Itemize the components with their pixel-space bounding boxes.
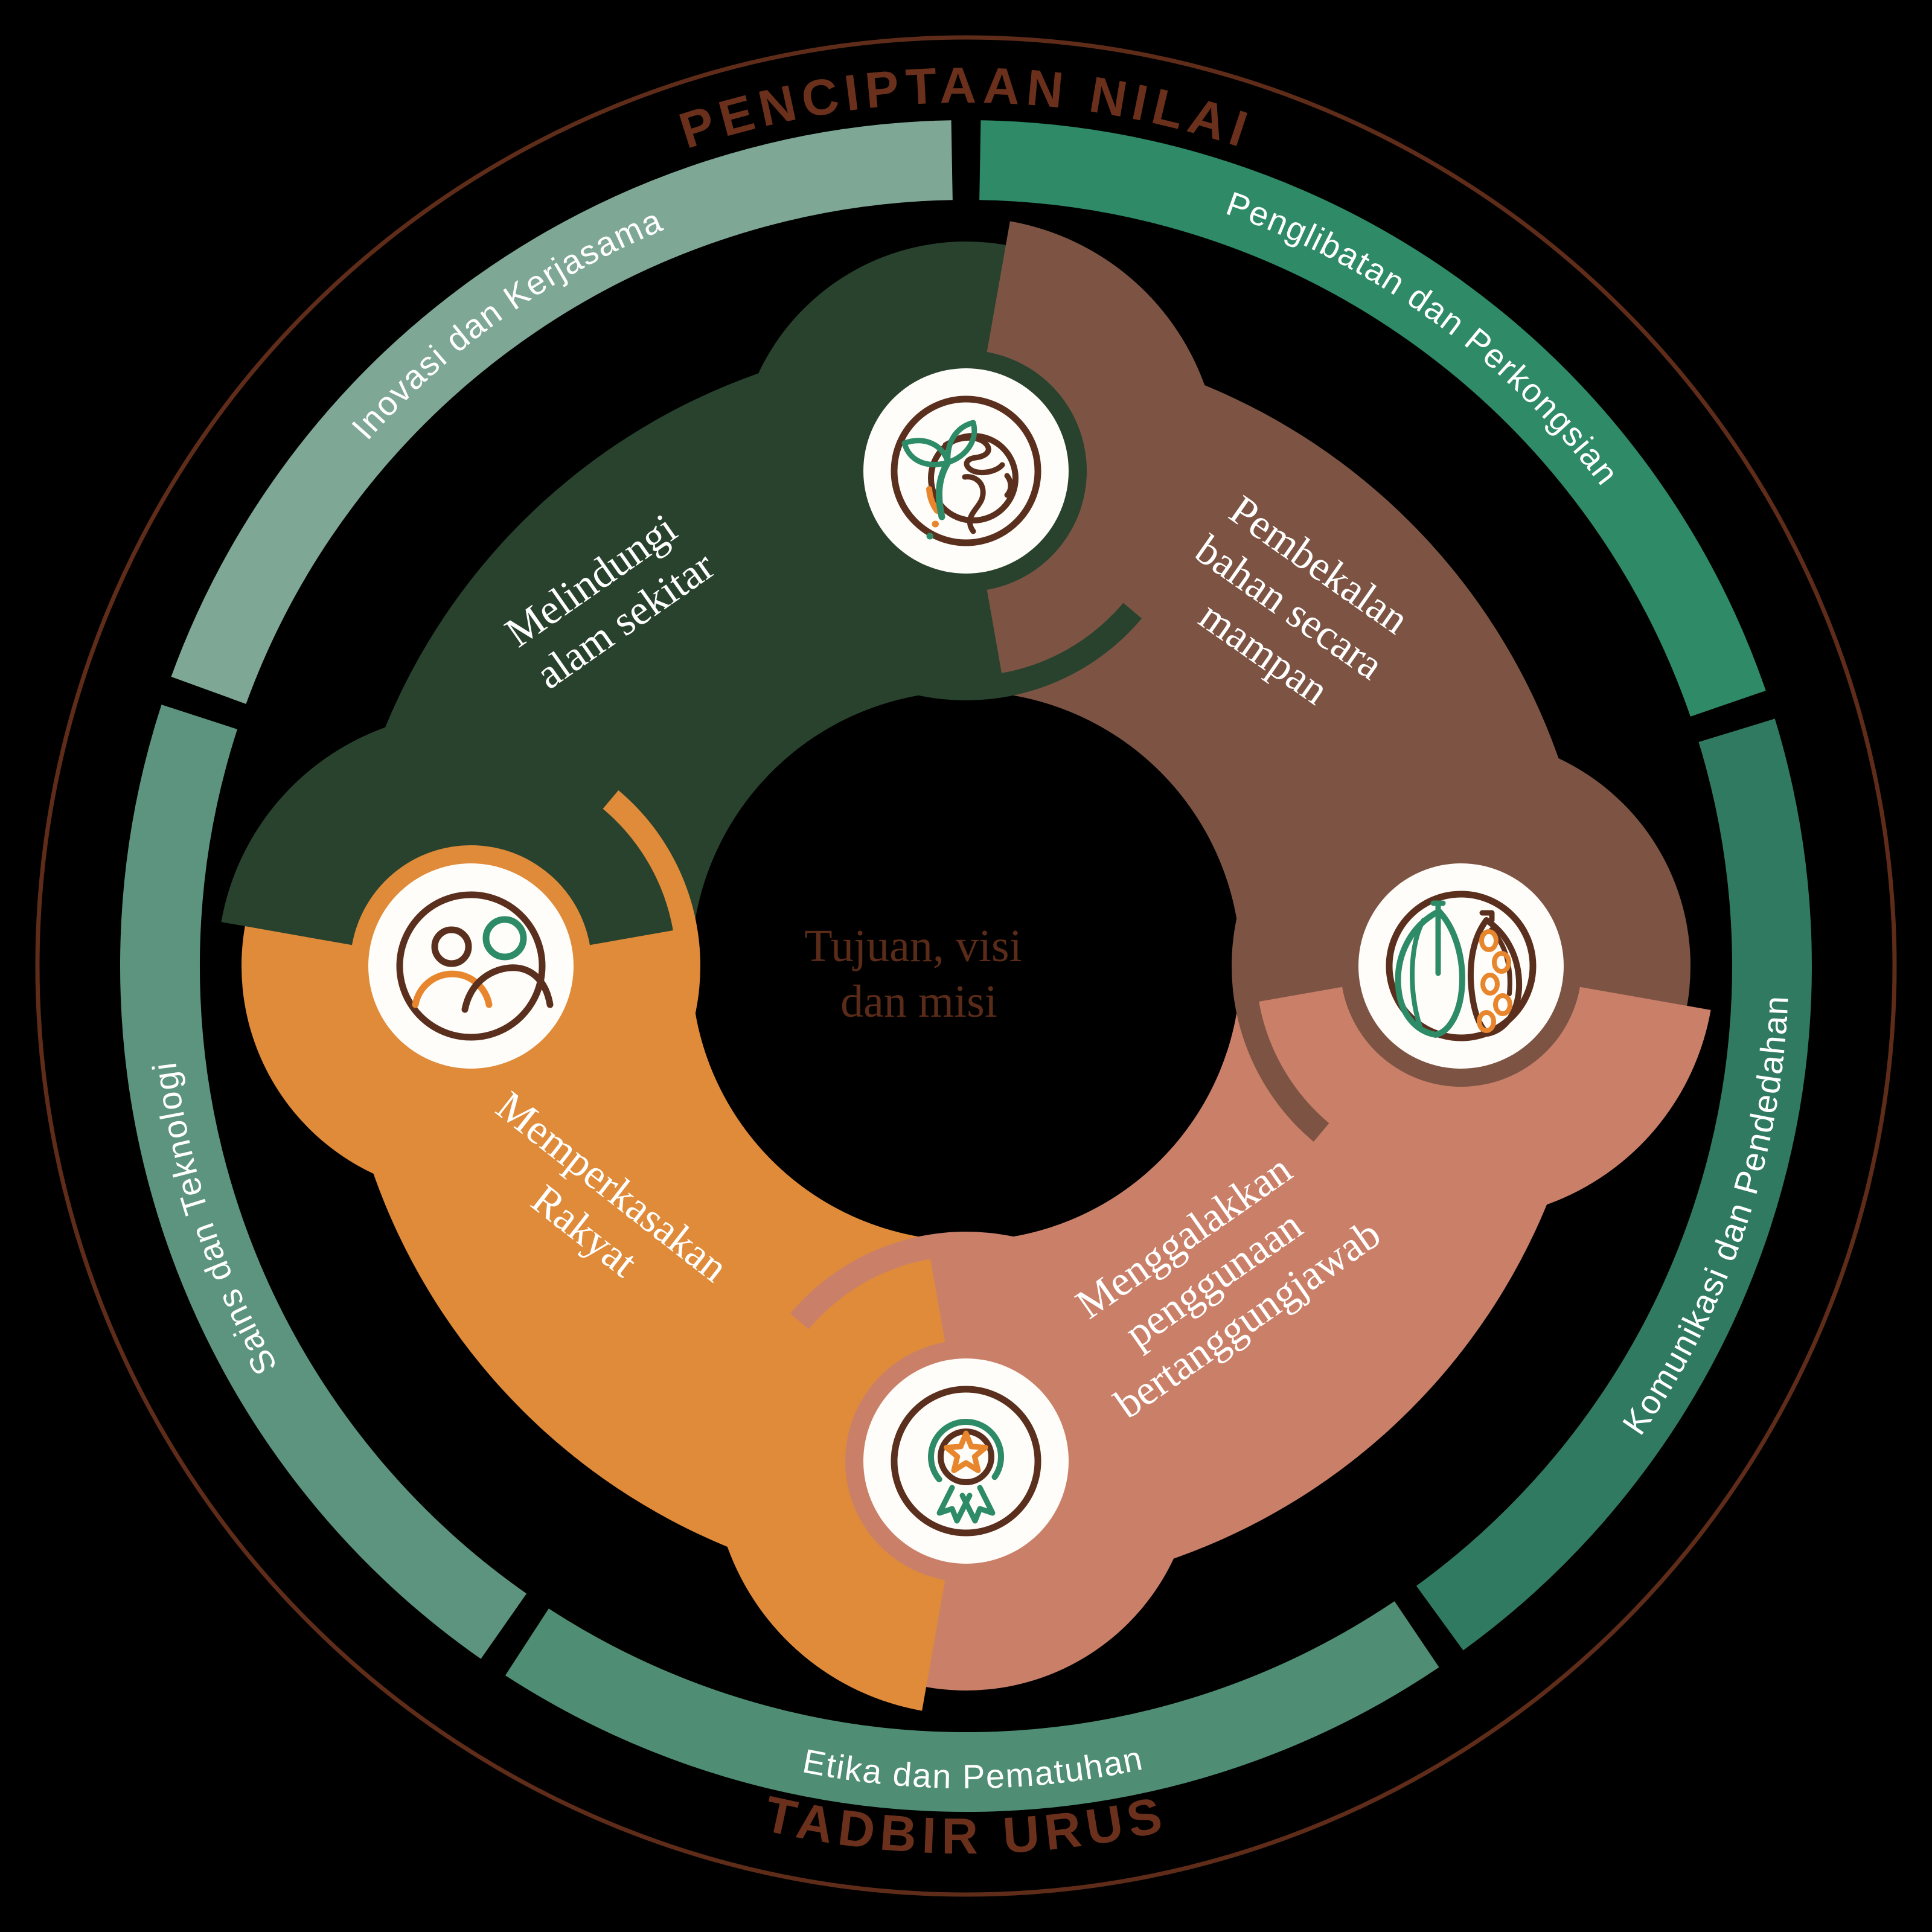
person-front-head (431, 926, 472, 967)
center-label-line: dan misi (840, 976, 997, 1027)
ring-segment-sains (120, 705, 527, 1659)
ring-segment-etika (505, 1601, 1439, 1812)
medal-green-arc (928, 1419, 1004, 1483)
person-back-shoulders (461, 964, 554, 1013)
pillar-tails (221, 221, 1711, 1711)
ring-segment-inovasi (171, 120, 953, 705)
tail-menggalakkan-a (1298, 987, 1711, 1220)
award-medal-icon (891, 1386, 1041, 1537)
medal-icon-ring (891, 1386, 1041, 1537)
sprout-leaf-left (901, 438, 951, 467)
tail-pembekalan-a (987, 221, 1220, 634)
people-icon (396, 891, 554, 1041)
cocoa-pod-whole (1395, 909, 1465, 1038)
tail-memperkasakan-a (712, 1298, 945, 1711)
cocoa-pod-stem (1430, 900, 1446, 976)
cocoa-bean (1480, 973, 1500, 996)
cocoa-bean (1493, 993, 1512, 1016)
sprout-leaf-right (945, 420, 977, 465)
people-icon-ring (396, 891, 546, 1041)
ring-segment-penglibatan (979, 120, 1766, 717)
outer-boundary-circle (35, 35, 1897, 1897)
cocoa-beans (1477, 929, 1512, 1033)
cocoa-pod-contour (1410, 918, 1426, 1029)
cocoa-pod-half (1467, 917, 1523, 1037)
cocoa-pod-icon (1386, 891, 1537, 1041)
person-back-head (482, 916, 527, 961)
medal-ribbon-left (936, 1485, 973, 1524)
globe-sprout-icon (891, 395, 1041, 546)
cocoa-bean (1477, 1010, 1496, 1033)
globe-continent-east (1004, 473, 1014, 498)
governance-ring (120, 120, 1812, 1812)
tail-melindungi-b (531, 788, 673, 945)
medal-ribbon-right (959, 1485, 996, 1524)
globe-continent-south (962, 474, 986, 534)
tail-pembekalan-b (987, 531, 1144, 673)
tail-memperkasakan-b (788, 1259, 945, 1401)
tail-melindungi-a (221, 712, 634, 945)
person-front-shoulders (412, 970, 493, 1008)
center-label: Tujuan, visi dan misi (804, 921, 1033, 1027)
medal-star (944, 1430, 988, 1473)
globe-icon-ring (891, 395, 1041, 546)
ring-segment-komunikasi (1416, 718, 1812, 1651)
globe-orange-arc (926, 486, 940, 514)
sprout-stem (935, 459, 952, 520)
cocoa-bean (1492, 951, 1511, 974)
cocoa-half-stem (1479, 910, 1495, 923)
center-label-line: Tujuan, visi (804, 921, 1022, 971)
cocoa-bean (1479, 929, 1499, 952)
cocoa-icon-ring (1386, 891, 1537, 1041)
tail-menggalakkan-b (1259, 987, 1401, 1144)
